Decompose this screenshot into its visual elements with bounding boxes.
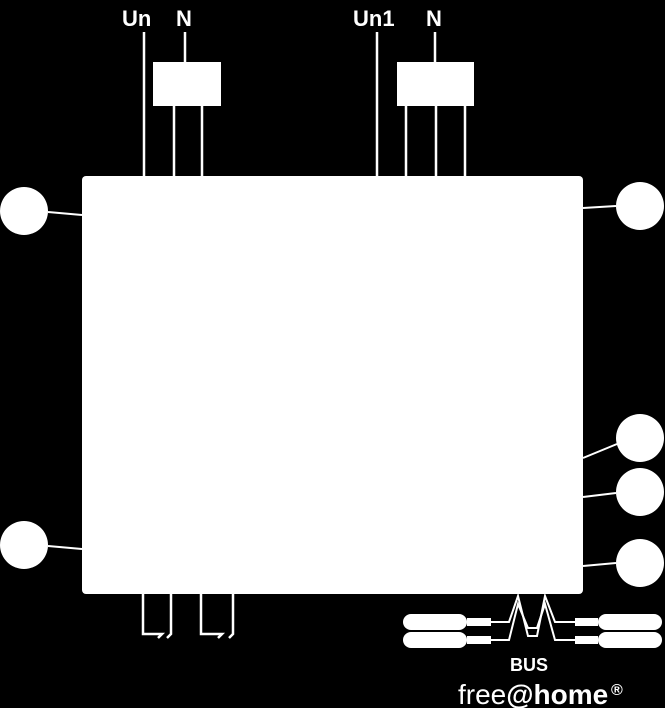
n-label-right: N — [426, 6, 442, 31]
bus-tip-right-top — [575, 618, 598, 626]
callout-circle-right-2 — [616, 468, 664, 516]
bus-connector-right-bottom — [598, 632, 662, 648]
callout-circle-left-bottom — [0, 521, 48, 569]
callout-line-right-3 — [582, 562, 617, 567]
terminal-block-left — [153, 62, 221, 106]
callout-line-right-2 — [582, 492, 617, 498]
callout-line-right-1 — [582, 443, 618, 459]
brand-logo: free@home — [458, 679, 608, 708]
output-wire-4 — [228, 594, 235, 639]
bus-connector-left-top — [403, 614, 467, 630]
un1-label: Un1 — [353, 6, 395, 31]
brand-part-1: free — [458, 679, 506, 708]
bus-connector-left-bottom — [403, 632, 467, 648]
output-wire-2 — [166, 594, 173, 639]
n-label-left: N — [176, 6, 192, 31]
device-body — [82, 176, 583, 594]
bus-tip-right-bottom — [575, 636, 598, 644]
callout-circle-left-top — [0, 187, 48, 235]
brand-registered-mark: ® — [611, 682, 623, 699]
callout-circle-right-top — [616, 182, 664, 230]
bus-label: BUS — [510, 655, 548, 675]
output-wire-1 — [141, 594, 166, 639]
bus-wire-b — [491, 600, 575, 641]
bus-wire-a — [491, 592, 575, 637]
terminal-block-right — [397, 62, 474, 106]
callout-line-left-bottom — [47, 545, 83, 550]
bus-tip-left-top — [467, 618, 491, 626]
un-label: Un — [122, 6, 151, 31]
bus-connector-right-top — [598, 614, 662, 630]
bus-tip-left-bottom — [467, 636, 491, 644]
callout-circle-right-3 — [616, 539, 664, 587]
callout-line-right-top — [582, 205, 617, 209]
brand-part-2: @home — [506, 679, 608, 708]
callout-circle-right-1 — [616, 414, 664, 462]
output-wire-3 — [199, 594, 226, 639]
callout-line-left-top — [47, 211, 83, 216]
